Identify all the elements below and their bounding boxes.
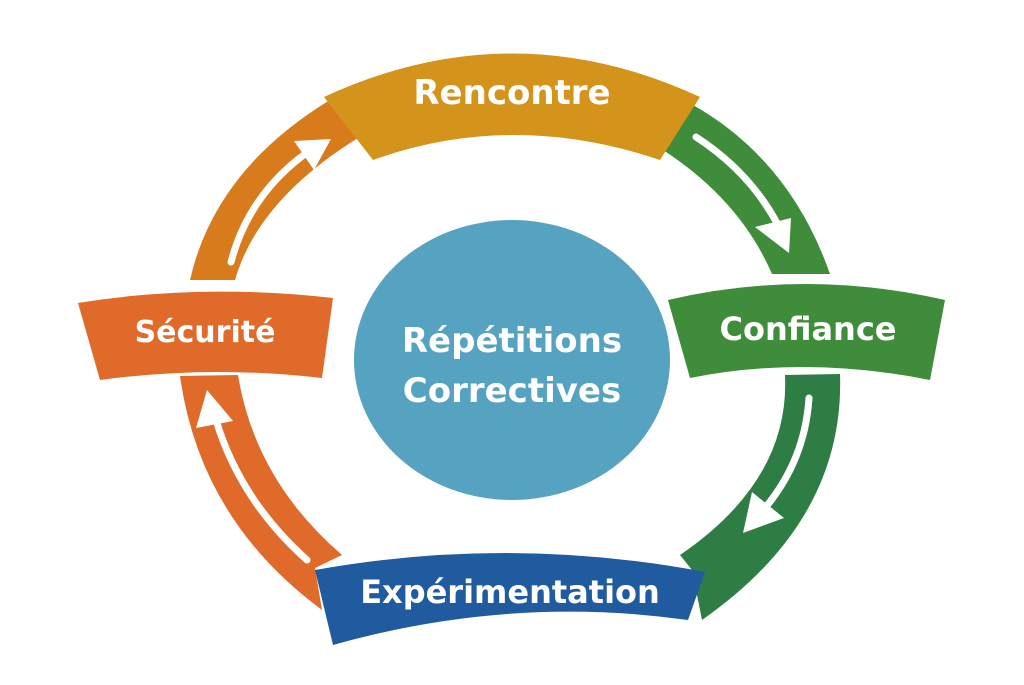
stage-experimentation: Expérimentation: [315, 552, 705, 645]
center-circle: [354, 220, 670, 500]
arrowhead-rencontre-to-confiance: [755, 218, 791, 253]
arrowhead-confiance-to-experimentation: [743, 492, 784, 533]
center-label-line1: Répétitions: [402, 321, 622, 361]
banner-experimentation: [315, 552, 705, 645]
arrow-line-securite-to-rencontre: [227, 143, 319, 266]
arrowhead-securite-to-rencontre: [294, 139, 331, 170]
banner-securite: [78, 291, 333, 380]
banner-rencontre: [324, 53, 700, 160]
stage-label-securite: Sécurité: [135, 315, 276, 350]
connector-rencontre-to-confiance: [663, 105, 830, 274]
arrowhead-experimentation-to-securite: [196, 390, 233, 428]
center-node: Répétitions Correctives: [354, 220, 670, 500]
stage-confiance: Confiance: [668, 284, 945, 380]
connector-securite-to-rencontre: [190, 100, 358, 280]
center-label-line2: Correctives: [403, 371, 621, 411]
arrow-line-experimentation-to-securite: [212, 416, 311, 564]
connector-confiance-to-experimentation: [680, 374, 841, 620]
banner-confiance: [668, 284, 945, 380]
stage-label-experimentation: Expérimentation: [360, 573, 660, 611]
stage-label-rencontre: Rencontre: [413, 73, 610, 113]
arrow-line-confiance-to-experimentation: [761, 394, 813, 512]
arrow-line-rencontre-to-confiance: [692, 133, 782, 229]
stage-label-confiance: Confiance: [719, 310, 896, 348]
stage-securite: Sécurité: [78, 291, 333, 380]
stage-rencontre: Rencontre: [324, 53, 700, 160]
